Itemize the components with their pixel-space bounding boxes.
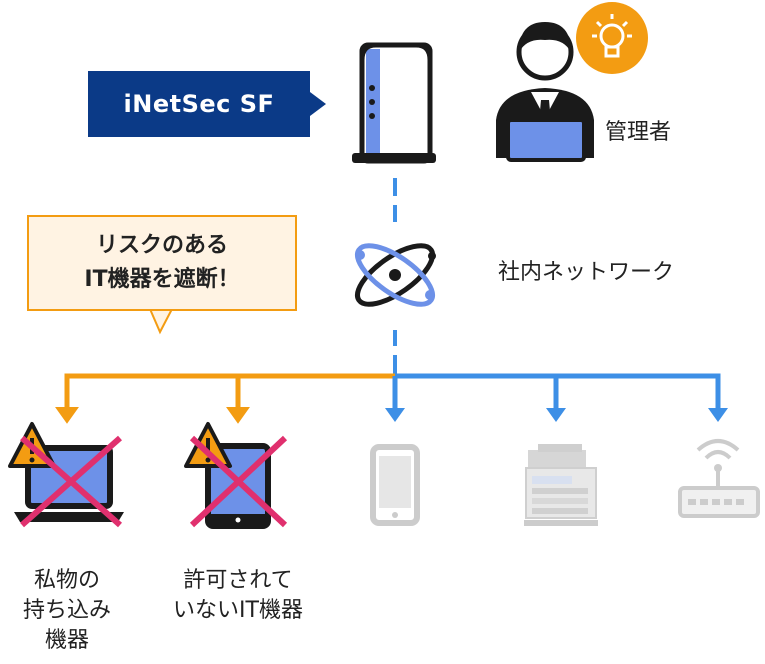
callout-line-1: リスクのある <box>95 233 228 258</box>
badge-arrow <box>310 92 326 116</box>
blocked-cross-icon <box>20 435 122 528</box>
blocked-cross-icon <box>189 435 288 528</box>
callout-line-2: IT機器を遮断！ <box>84 267 240 292</box>
blue-branch <box>385 373 728 422</box>
label-line: 機器 <box>44 628 89 653</box>
label-line: 持ち込み <box>22 598 111 623</box>
lightbulb-icon <box>576 2 648 74</box>
blocked-device-label-2: 許可されて いないIT機器 <box>148 566 328 626</box>
product-name: iNetSec SF <box>123 90 275 118</box>
smartphone-icon <box>370 444 420 526</box>
blocked-device-label-1: 私物の 持ち込み 機器 <box>0 566 134 656</box>
label-line: 許可されて <box>183 568 293 593</box>
product-badge: iNetSec SF <box>88 71 310 137</box>
orange-branch <box>55 373 395 424</box>
label-line: いないIT機器 <box>173 598 303 623</box>
administrator-icon <box>496 22 594 162</box>
callout-tail <box>148 308 174 335</box>
network-label: 社内ネットワーク <box>498 260 675 285</box>
printer-icon <box>524 444 598 526</box>
label-line: 私物の <box>33 568 100 593</box>
callout: リスクのある IT機器を遮断！ <box>27 215 297 311</box>
server-icon <box>352 42 436 164</box>
router-icon <box>678 439 760 518</box>
admin-label: 管理者 <box>605 120 672 145</box>
network-atom-icon <box>355 243 436 307</box>
